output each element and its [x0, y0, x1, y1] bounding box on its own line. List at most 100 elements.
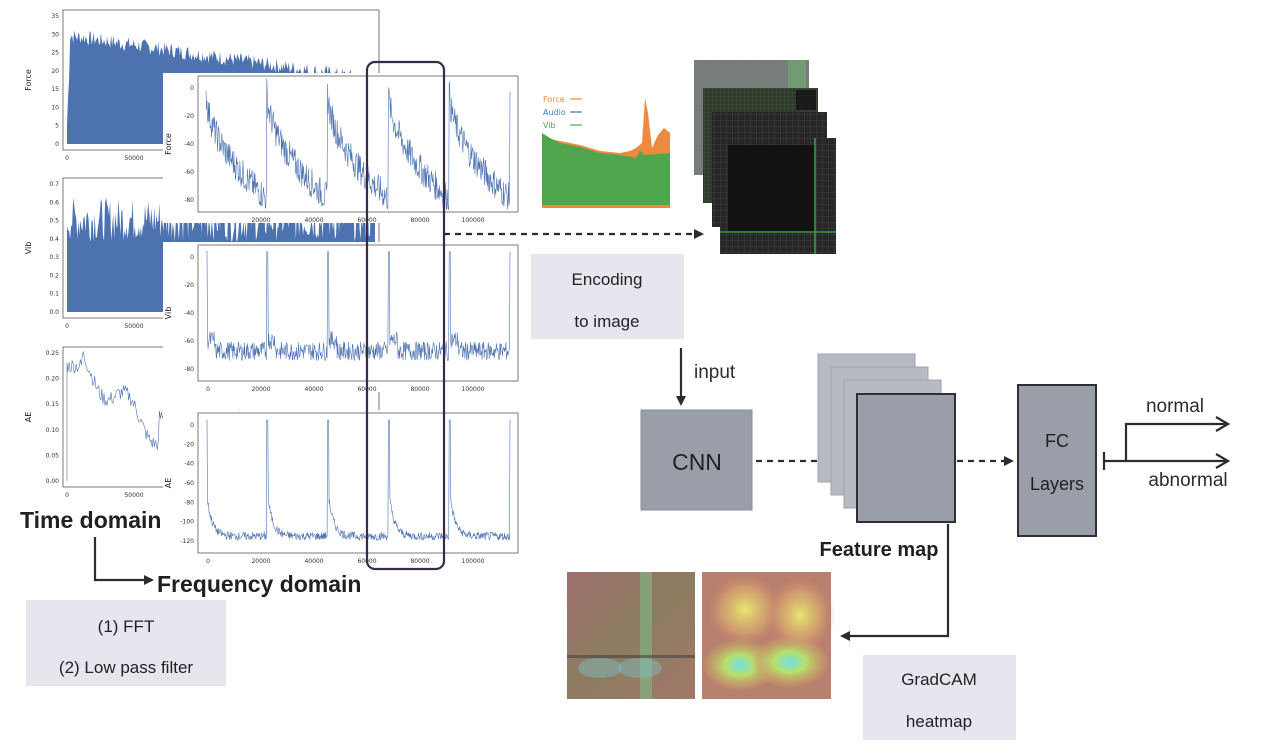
- y-tick-label: -80: [184, 197, 194, 204]
- freq-plot-ylabel: Force: [164, 133, 173, 155]
- y-tick-label: 15: [51, 86, 59, 93]
- mini-green-series: [542, 133, 670, 205]
- fc-label-1: FC: [1045, 431, 1069, 451]
- y-tick-label: 0.10: [46, 427, 60, 434]
- fc-label-2: Layers: [1030, 474, 1084, 494]
- y-tick-label: 0.3: [49, 254, 59, 261]
- encoding-caption: Encoding to image: [531, 254, 684, 339]
- fc-layers-block: FC Layers: [1017, 384, 1097, 537]
- output-arrows: [1102, 416, 1231, 470]
- x-tick-label: 20000: [251, 386, 270, 393]
- y-tick-label: 0: [55, 141, 59, 148]
- y-tick-label: 35: [51, 13, 59, 20]
- y-tick-label: 0: [190, 254, 194, 261]
- abnormal-label: abnormal: [1148, 470, 1227, 491]
- y-tick-label: 0.0: [49, 309, 59, 316]
- time-plot-ylabel: Force: [24, 69, 33, 91]
- normal-label: normal: [1146, 396, 1204, 417]
- time-domain-label: Time domain: [20, 507, 161, 533]
- x-tick-label: 40000: [304, 217, 323, 224]
- y-tick-label: 0.6: [49, 199, 59, 206]
- x-tick-label: 20000: [251, 217, 270, 224]
- y-tick-label: 25: [51, 50, 59, 57]
- y-tick-label: 20: [51, 68, 59, 75]
- x-tick-label: 50000: [124, 492, 143, 499]
- y-tick-label: 0.00: [46, 478, 60, 485]
- x-tick-label: 20000: [251, 558, 270, 565]
- x-tick-label: 0: [206, 558, 210, 565]
- y-tick-label: 10: [51, 104, 59, 111]
- y-tick-label: -80: [184, 366, 194, 373]
- frequency-domain-label: Frequency domain: [157, 571, 361, 597]
- cnn-block: CNN: [640, 409, 753, 511]
- y-tick-label: -60: [184, 169, 194, 176]
- y-tick-label: -20: [184, 113, 194, 120]
- time-plot-ylabel: Vib: [24, 242, 33, 255]
- encoded-image-stack: [694, 60, 836, 254]
- gradcam-caption: GradCAM heatmap: [863, 655, 1016, 740]
- y-tick-label: -60: [184, 338, 194, 345]
- y-tick-label: 0: [190, 422, 194, 429]
- preprocess-caption: (1) FFT (2) Low pass filter: [26, 600, 226, 686]
- freq-plot-ylabel: Vib: [164, 307, 173, 320]
- y-tick-label: 0.1: [49, 291, 59, 298]
- freq-signal: [206, 419, 511, 541]
- y-tick-label: -20: [184, 282, 194, 289]
- gradcam-label-2: heatmap: [906, 712, 972, 731]
- feature-map-stack: [817, 353, 956, 523]
- y-tick-label: -60: [184, 480, 194, 487]
- x-tick-label: 80000: [410, 386, 429, 393]
- y-tick-label: 0.4: [49, 236, 59, 243]
- y-tick-label: -100: [180, 519, 194, 526]
- input-label: input: [694, 362, 736, 383]
- time-plot-ylabel: AE: [24, 412, 33, 423]
- feature-map-label: Feature map: [820, 539, 939, 561]
- x-tick-label: 40000: [304, 386, 323, 393]
- y-tick-label: 0: [190, 85, 194, 92]
- fft-label: (1) FFT: [98, 617, 155, 636]
- y-tick-label: 0.5: [49, 218, 59, 225]
- x-tick-label: 50000: [124, 323, 143, 330]
- y-tick-label: 5: [55, 123, 59, 130]
- y-tick-label: 0.2: [49, 272, 59, 279]
- gradcam-heatmap-1: [567, 572, 695, 699]
- x-tick-label: 0: [65, 492, 69, 499]
- x-tick-label: 40000: [304, 558, 323, 565]
- x-tick-label: 80000: [410, 217, 429, 224]
- time-to-freq-arrow: [93, 537, 154, 585]
- freq-signal: [206, 251, 511, 362]
- y-tick-label: -40: [184, 310, 194, 317]
- gradcam-heatmap-2: [702, 572, 835, 699]
- x-tick-label: 100000: [462, 217, 485, 224]
- freq-signal: [205, 78, 511, 211]
- x-tick-label: 0: [65, 155, 69, 162]
- y-tick-label: 0.7: [49, 181, 59, 188]
- y-tick-label: 0.25: [46, 350, 60, 357]
- y-tick-label: 0.20: [46, 376, 60, 383]
- x-tick-label: 0: [206, 386, 210, 393]
- y-tick-label: -40: [184, 141, 194, 148]
- feature-to-gradcam-arrow: [840, 524, 950, 641]
- x-tick-label: 0: [65, 323, 69, 330]
- gradcam-label-1: GradCAM: [901, 670, 977, 689]
- x-tick-label: 100000: [462, 558, 485, 565]
- y-tick-label: -80: [184, 499, 194, 506]
- y-tick-label: -120: [180, 538, 194, 545]
- x-tick-label: 100000: [462, 386, 485, 393]
- encoding-label-1: Encoding: [572, 270, 643, 289]
- legend-label: Audio: [543, 108, 566, 117]
- x-tick-label: 50000: [124, 155, 143, 162]
- encoding-label-2: to image: [574, 312, 639, 331]
- y-tick-label: -40: [184, 461, 194, 468]
- highlight-window: [365, 60, 446, 571]
- lowpass-label: (2) Low pass filter: [59, 658, 193, 677]
- y-tick-label: 30: [51, 31, 59, 38]
- y-tick-label: 0.05: [46, 452, 60, 459]
- y-tick-label: -20: [184, 441, 194, 448]
- y-tick-label: 0.15: [46, 401, 60, 408]
- x-tick-label: 80000: [410, 558, 429, 565]
